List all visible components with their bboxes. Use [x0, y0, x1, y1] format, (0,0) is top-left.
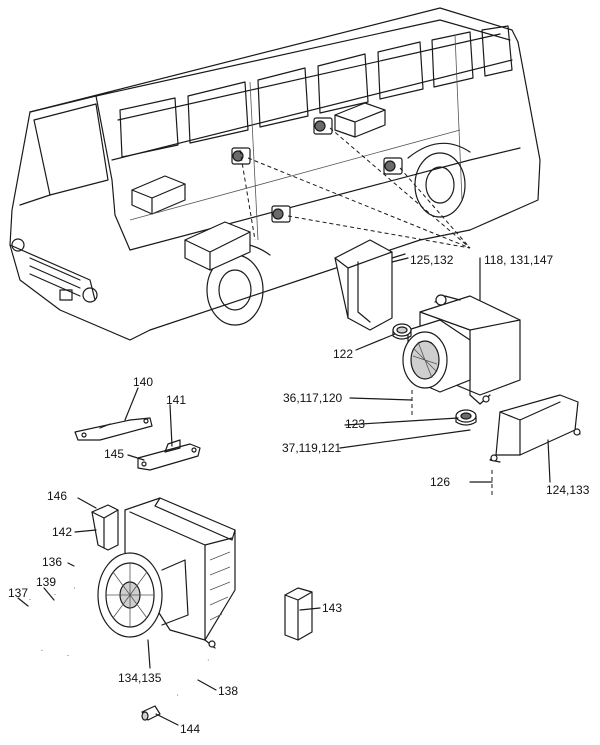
- ring-123: [455, 409, 477, 426]
- label-145: 145: [104, 447, 124, 461]
- label-134-135: 134,135: [118, 671, 162, 685]
- label-140: 140: [133, 375, 153, 389]
- label-118-131-147: 118, 131,147: [484, 253, 554, 267]
- bracket-143: [284, 587, 313, 641]
- label-143: 143: [322, 601, 342, 615]
- ring-122: [392, 323, 412, 340]
- bracket-146: [91, 504, 119, 551]
- bracket-125-132: [334, 239, 406, 331]
- label-126: 126: [430, 475, 450, 489]
- plate-140: [74, 417, 153, 441]
- label-136: 136: [42, 555, 62, 569]
- heater-location-2: [313, 117, 333, 135]
- part-labels: 140 141 145 125,132 118, 131,147 122 36,…: [8, 253, 590, 736]
- label-122: 122: [333, 347, 353, 361]
- pipe-136: [71, 563, 87, 590]
- plate-141: [137, 439, 201, 471]
- bus-outline: [9, 7, 541, 341]
- label-36-117-120: 36,117,120: [283, 391, 342, 405]
- leader-lines: [17, 257, 551, 726]
- label-124-133: 124,133: [546, 483, 590, 497]
- heater-location-1: [231, 147, 251, 165]
- pipe-138: [177, 658, 209, 697]
- label-138: 138: [218, 684, 238, 698]
- heater-unit-134-135: [97, 497, 236, 649]
- heater-location-4: [271, 205, 291, 223]
- cover-124-133: [489, 394, 581, 463]
- label-37-119-121: 37,119,121: [282, 441, 341, 455]
- label-137: 137: [8, 586, 28, 600]
- label-125-132: 125,132: [410, 253, 454, 267]
- label-144: 144: [180, 722, 200, 736]
- pipe-137: [28, 599, 44, 651]
- sleeve-144: [141, 705, 161, 721]
- blower-unit-118: [402, 294, 521, 405]
- heater-location-3: [383, 157, 403, 175]
- label-139: 139: [36, 575, 56, 589]
- pipe-139: [53, 594, 70, 656]
- label-146: 146: [47, 489, 67, 503]
- bus-heater-locations: [231, 117, 471, 249]
- label-141: 141: [166, 393, 186, 407]
- label-142: 142: [52, 525, 72, 539]
- label-123: 123: [345, 417, 365, 431]
